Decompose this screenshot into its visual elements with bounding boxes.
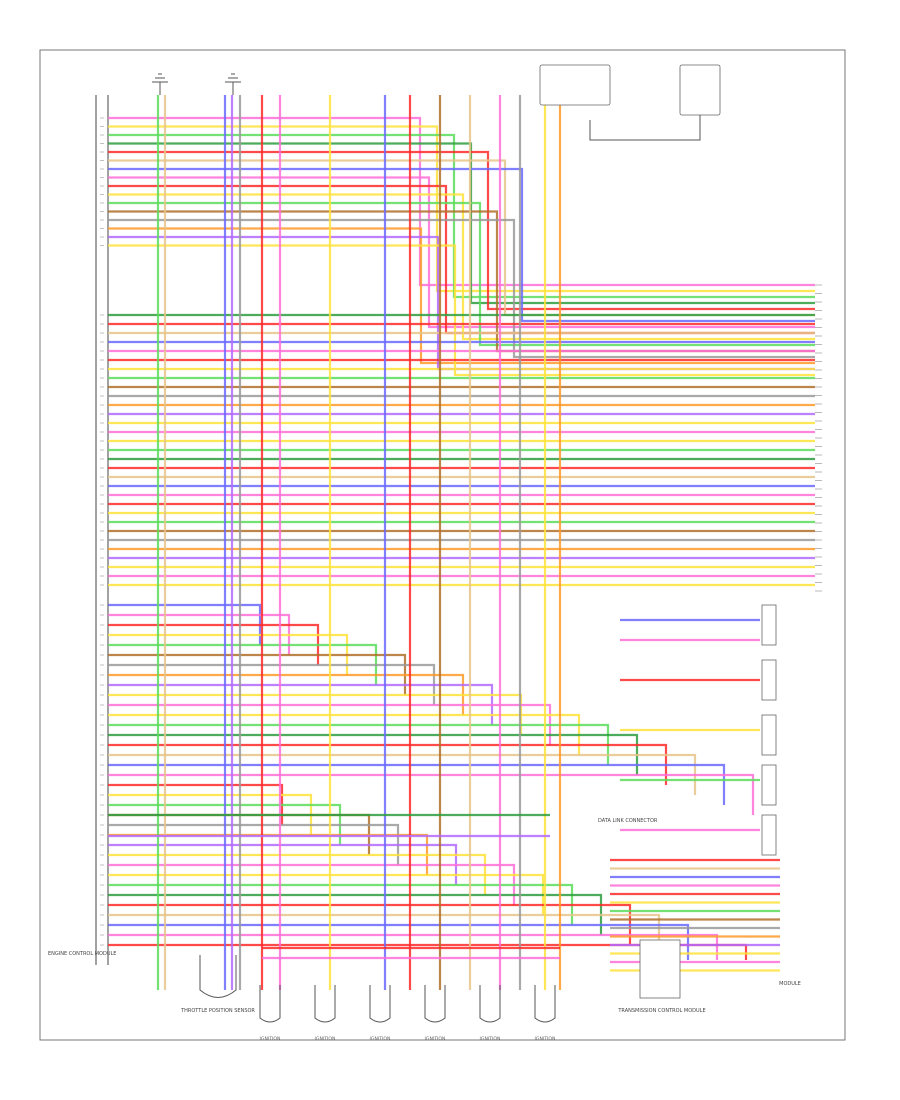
wire-group — [108, 95, 815, 990]
ecm-wire-low-31 — [108, 903, 632, 945]
ecm-wire-top-10 — [108, 193, 815, 341]
right-modules — [761, 604, 777, 856]
tcm-label: TRANSMISSION CONTROL MODULE — [617, 1008, 705, 1014]
ecm-wire-low-21 — [108, 803, 342, 845]
ecm-wire-low-2 — [108, 613, 291, 655]
ecm-wire-low-26 — [108, 853, 487, 895]
ignition-coil-label-2: IGNITION — [315, 1036, 336, 1042]
top-relay-box — [539, 64, 721, 141]
ecm-wire-low-17 — [108, 763, 726, 805]
ecm-wire-low-11 — [108, 703, 552, 745]
throttle-label: THROTTLE POSITION SENSOR — [180, 1008, 255, 1014]
ignition-coil-label-5: IGNITION — [480, 1036, 501, 1042]
ecm-wire-low-34 — [108, 933, 719, 960]
ecm-wire-low-28 — [108, 873, 545, 915]
ecm-wire-top-4 — [108, 142, 815, 305]
ecm-wire-low-6 — [108, 653, 407, 695]
ecm-wire-low-4 — [108, 633, 349, 675]
ecm-wire-low-15 — [108, 743, 668, 785]
ecm-wire-top-14 — [108, 227, 815, 365]
ecm-wire-top-16 — [108, 244, 815, 377]
ignition-coil-label-3: IGNITION — [370, 1036, 391, 1042]
right-module-label: MODULE — [779, 981, 801, 987]
ecm-wire-top-7 — [108, 167, 815, 323]
ground-symbol-center — [225, 73, 241, 95]
ignition-coil-1: IGNITION — [259, 985, 281, 1042]
ecm-wire-low-33 — [108, 923, 690, 960]
ecm-wire-top-12 — [108, 210, 815, 353]
ignition-coil-4: IGNITION — [424, 985, 446, 1042]
ecm-wire-top-13 — [108, 218, 815, 359]
ecm-wire-low-7 — [108, 663, 436, 705]
ecm-wire-top-11 — [108, 201, 815, 347]
ecm-wire-low-5 — [108, 643, 378, 685]
ignition-coil-5: IGNITION — [479, 985, 501, 1042]
ecm-wire-top-2 — [108, 125, 815, 293]
label-group — [100, 117, 822, 946]
ecm-wire-low-27 — [108, 863, 516, 905]
ignition-coil-label-4: IGNITION — [425, 1036, 446, 1042]
ignition-coil-label-1: IGNITION — [260, 1036, 281, 1042]
ecm-wire-low-30 — [108, 893, 603, 935]
ecm-wire-top-5 — [108, 150, 815, 311]
ecm-wire-top-3 — [108, 133, 815, 299]
ecm-wire-low-13 — [108, 723, 610, 765]
ecm-wire-low-9 — [108, 683, 494, 725]
ecm-wire-low-12 — [108, 713, 581, 755]
ignition-coil-6: IGNITION — [534, 985, 556, 1042]
ecm-wire-low-8 — [108, 673, 465, 715]
ecm-wire-low-3 — [108, 623, 320, 665]
ecm-wire-top-1 — [108, 116, 815, 287]
ecm-wire-low-23 — [108, 823, 400, 865]
ignition-coil-3: IGNITION — [369, 985, 391, 1042]
data-link-label: DATA LINK CONNECTOR — [598, 818, 658, 824]
ignition-coil-2: IGNITION — [314, 985, 336, 1042]
diagram-frame — [39, 49, 846, 1041]
transmission-control-module: TRANSMISSION CONTROL MODULE — [617, 939, 706, 1014]
ignition-coil-label-6: IGNITION — [535, 1036, 556, 1042]
ground-symbol-left — [152, 73, 168, 95]
ignition-coils: IGNITION IGNITION IGNITION IGNITION IGNITION… — [259, 985, 556, 1042]
ecm-wire-top-8 — [108, 176, 815, 329]
ecm-wire-low-18 — [108, 773, 755, 815]
throttle-position-sensor: THROTTLE POSITION SENSOR — [180, 955, 255, 1014]
ecm-wire-low-20 — [108, 793, 313, 835]
ecm-wire-low-16 — [108, 753, 697, 795]
ecm-wire-top-9 — [108, 184, 815, 335]
ecm-label: ENGINE CONTROL MODULE — [48, 951, 116, 957]
ecm-wire-low-14 — [108, 733, 639, 775]
